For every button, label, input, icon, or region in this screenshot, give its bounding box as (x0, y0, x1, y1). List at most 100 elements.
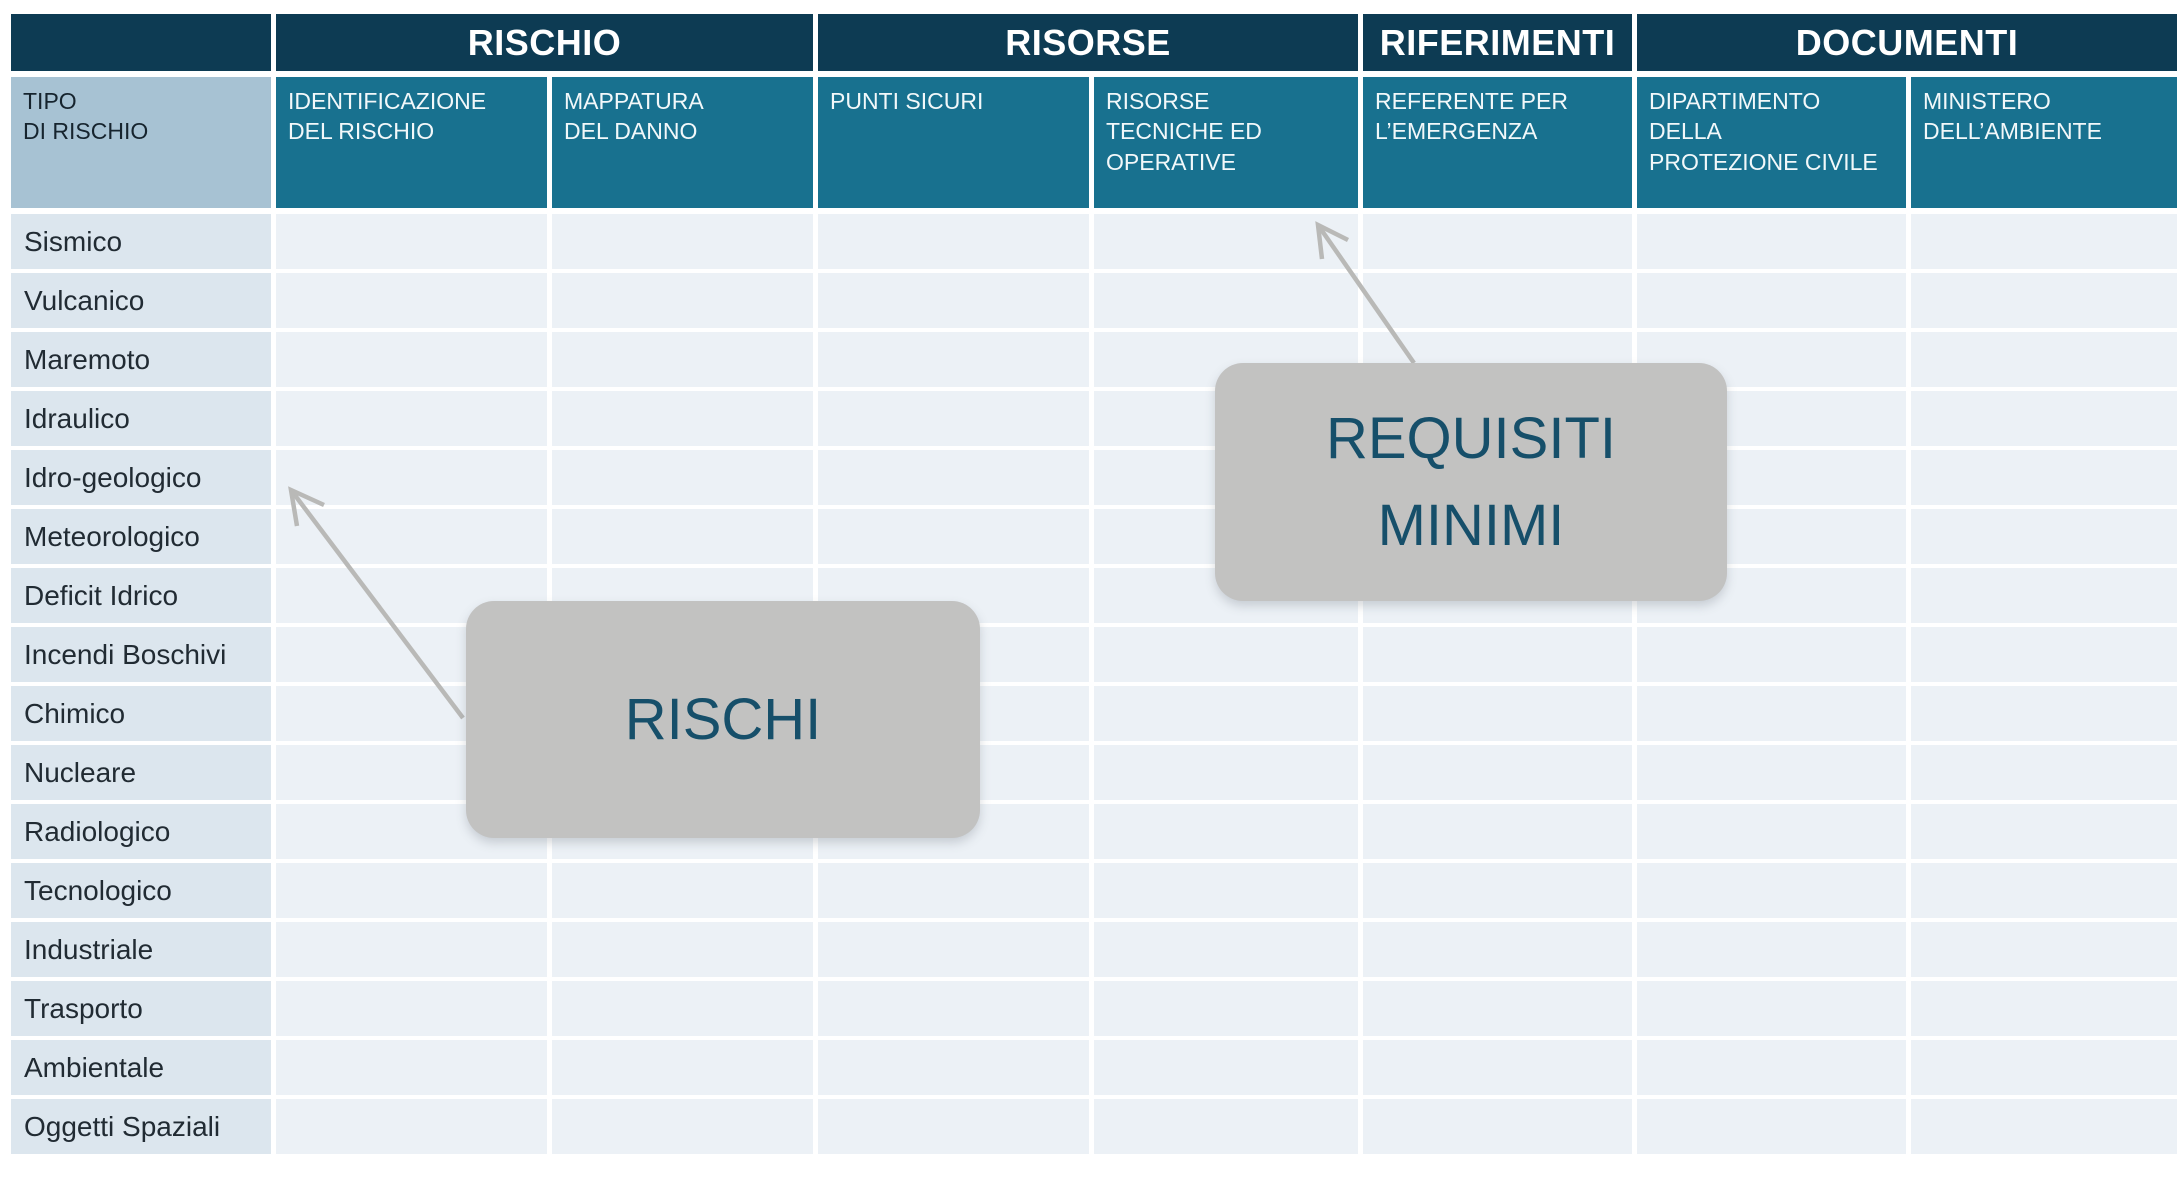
table-cell (1637, 922, 1906, 977)
group-header-riferimenti: RIFERIMENTI (1363, 14, 1632, 71)
table-cell (1363, 922, 1632, 977)
table-cell (552, 863, 813, 918)
table-cell (552, 214, 813, 269)
table-cell (1911, 804, 2177, 859)
table-cell (1363, 863, 1632, 918)
table-cell (1911, 391, 2177, 446)
table-cell (1911, 922, 2177, 977)
table-cell (1911, 1099, 2177, 1154)
table-cell (1363, 745, 1632, 800)
table-cell (1363, 1099, 1632, 1154)
table-cell (818, 509, 1089, 564)
row-label: Vulcanico (11, 273, 271, 328)
column-header-mappatura-del-danno: MAPPATURA DEL DANNO (552, 77, 813, 208)
table-cell (1911, 686, 2177, 741)
table-cell (818, 1040, 1089, 1095)
column-header-referente-per-emergenza: REFERENTE PER L’EMERGENZA (1363, 77, 1632, 208)
table-cell (818, 863, 1089, 918)
table-cell (1094, 627, 1358, 682)
table-cell (818, 273, 1089, 328)
table-cell (1094, 1040, 1358, 1095)
callout-requisiti-minimi: REQUISITI MINIMI (1215, 363, 1727, 601)
table-cell (818, 391, 1089, 446)
table-cell (1363, 981, 1632, 1036)
table-cell (1911, 450, 2177, 505)
column-header-risorse-tecniche-ed-operative: RISORSE TECNICHE ED OPERATIVE (1094, 77, 1358, 208)
table-cell (1911, 981, 2177, 1036)
row-label: Industriale (11, 922, 271, 977)
table-cell (1911, 568, 2177, 623)
table-cell (276, 981, 547, 1036)
table-cell (276, 273, 547, 328)
table-cell (1363, 627, 1632, 682)
table-cell (276, 509, 547, 564)
table-cell (1094, 273, 1358, 328)
table-cell (552, 332, 813, 387)
table-cell (552, 922, 813, 977)
column-header-punti-sicuri: PUNTI SICURI (818, 77, 1089, 208)
table-cell (1911, 1040, 2177, 1095)
table-cell (1911, 627, 2177, 682)
row-label: Radiologico (11, 804, 271, 859)
table-cell (1094, 686, 1358, 741)
row-label: Nucleare (11, 745, 271, 800)
table-cell (1637, 1040, 1906, 1095)
table-cell (276, 450, 547, 505)
table-cell (818, 1099, 1089, 1154)
table-cell (1363, 1040, 1632, 1095)
table-cell (1094, 922, 1358, 977)
column-header-identificazione-del-rischio: IDENTIFICAZIONE DEL RISCHIO (276, 77, 547, 208)
row-label: Meteorologico (11, 509, 271, 564)
table-cell (1094, 745, 1358, 800)
table-cell (1637, 214, 1906, 269)
column-header-ministero-ambiente: MINISTERO DELL’AMBIENTE (1911, 77, 2177, 208)
table-cell (818, 922, 1089, 977)
table-cell (1094, 214, 1358, 269)
table-cell (1637, 627, 1906, 682)
table-cell (818, 214, 1089, 269)
row-label: Idraulico (11, 391, 271, 446)
table-cell (1094, 981, 1358, 1036)
table-cell (276, 922, 547, 977)
row-label: Sismico (11, 214, 271, 269)
table-cell (1911, 509, 2177, 564)
row-label: Ambientale (11, 1040, 271, 1095)
table-header: RISCHIO RISORSE RIFERIMENTI DOCUMENTI TI… (11, 14, 2177, 208)
table-cell (1363, 273, 1632, 328)
table-cell (1637, 273, 1906, 328)
row-label: Deficit Idrico (11, 568, 271, 623)
table-cell (818, 332, 1089, 387)
table-cell (818, 450, 1089, 505)
corner-cell (11, 14, 271, 71)
table-cell (1637, 804, 1906, 859)
table-cell (552, 273, 813, 328)
table-cell (552, 391, 813, 446)
table-cell (1094, 1099, 1358, 1154)
table-cell (1911, 214, 2177, 269)
table-cell (552, 981, 813, 1036)
column-header-dipartimento-protezione-civile: DIPARTIMENTO DELLA PROTEZIONE CIVILE (1637, 77, 1906, 208)
table-cell (1911, 745, 2177, 800)
table-cell (1637, 686, 1906, 741)
table-cell (1911, 332, 2177, 387)
table-cell (1637, 981, 1906, 1036)
table-cell (1363, 214, 1632, 269)
group-header-risorse: RISORSE (818, 14, 1358, 71)
table-cell (1637, 1099, 1906, 1154)
table-cell (818, 981, 1089, 1036)
table-cell (552, 1040, 813, 1095)
table-cell (552, 450, 813, 505)
table-cell (552, 509, 813, 564)
table-cell (1363, 804, 1632, 859)
table-cell (1911, 273, 2177, 328)
row-label: Maremoto (11, 332, 271, 387)
group-header-documenti: DOCUMENTI (1637, 14, 2177, 71)
table-cell (276, 332, 547, 387)
callout-rischi: RISCHI (466, 601, 980, 838)
table-cell (276, 214, 547, 269)
table-cell (1637, 745, 1906, 800)
table-cell (276, 1099, 547, 1154)
table-cell (276, 1040, 547, 1095)
